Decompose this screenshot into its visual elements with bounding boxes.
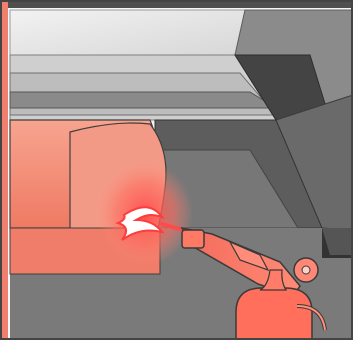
glass-pane	[10, 10, 245, 55]
window-frame-inner	[10, 92, 276, 108]
